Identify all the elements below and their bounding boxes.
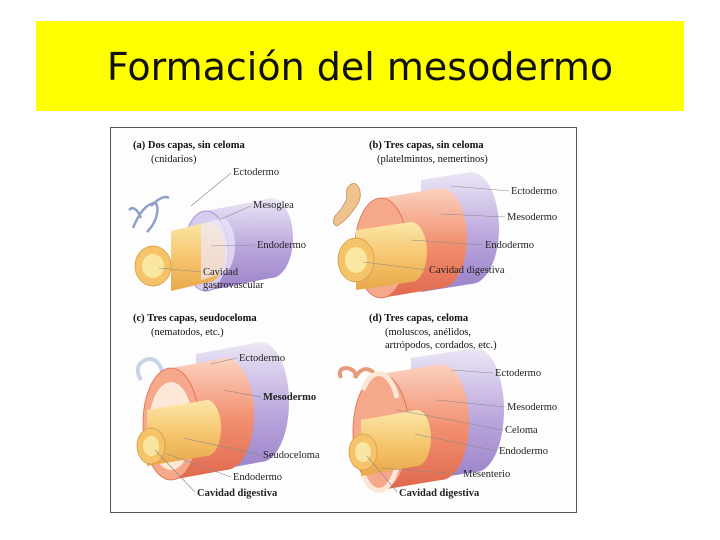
cnidarian-icon (128, 195, 170, 233)
panel-c-heading: (c) Tres capas, seudoceloma (133, 313, 257, 324)
label-a-mesoglea: Mesoglea (253, 200, 294, 211)
tube-d (348, 348, 504, 493)
label-d-ectodermo: Ectodermo (495, 368, 541, 379)
flatworm-icon (333, 183, 361, 227)
label-a-gastrovascular: gastrovascular (203, 280, 264, 291)
slide-title: Formación del mesodermo (106, 45, 614, 89)
label-c-endodermo: Endodermo (233, 472, 282, 483)
label-d-cavidad: Cavidad digestiva (399, 488, 480, 499)
label-c-mesodermo: Mesodermo (263, 392, 316, 403)
panel-b-subheading: (platelmintos, nemertinos) (377, 154, 488, 165)
panel-b-heading: (b) Tres capas, sin celoma (369, 140, 484, 151)
label-b-cavidad: Cavidad digestiva (429, 265, 505, 276)
panel-d-subheading-2: artrópodos, cordados, etc.) (385, 340, 497, 351)
panel-a-heading: (a) Dos capas, sin celoma (133, 140, 245, 151)
title-bar: Formación del mesodermo (36, 21, 684, 111)
panel-a: (a) Dos capas, sin celoma (cnidarios) Ec… (128, 140, 306, 292)
label-d-endodermo: Endodermo (499, 446, 548, 457)
label-d-mesenterio: Mesenterio (463, 469, 510, 480)
label-b-ectodermo: Ectodermo (511, 186, 557, 197)
panel-d-subheading-1: (moluscos, anélidos, (385, 327, 471, 338)
panel-c: (c) Tres capas, seudoceloma (nematodos, … (133, 313, 320, 499)
panel-b: (b) Tres capas, sin celoma (platelmintos… (333, 140, 557, 299)
tube-c (136, 342, 289, 481)
tube-a (134, 198, 293, 292)
label-c-ectodermo: Ectodermo (239, 353, 285, 364)
label-d-mesodermo: Mesodermo (507, 402, 557, 413)
label-a-cavidad: Cavidad (203, 267, 239, 278)
panel-c-subheading: (nematodos, etc.) (151, 327, 224, 338)
label-d-celoma: Celoma (505, 425, 538, 436)
label-c-seudoceloma: Seudoceloma (263, 450, 320, 461)
panel-d: (d) Tres capas, celoma (moluscos, anélid… (337, 313, 557, 499)
label-a-ectodermo: Ectodermo (233, 167, 279, 178)
panel-d-heading: (d) Tres capas, celoma (369, 313, 469, 324)
label-b-mesodermo: Mesodermo (507, 212, 557, 223)
label-a-endodermo: Endodermo (257, 240, 306, 251)
label-c-cavidad: Cavidad digestiva (197, 488, 278, 499)
tube-b (337, 172, 499, 299)
germ-layers-figure: (a) Dos capas, sin celoma (cnidarios) Ec… (110, 127, 577, 513)
panel-a-subheading: (cnidarios) (151, 154, 197, 165)
label-b-endodermo: Endodermo (485, 240, 534, 251)
figure-svg: (a) Dos capas, sin celoma (cnidarios) Ec… (128, 140, 557, 499)
